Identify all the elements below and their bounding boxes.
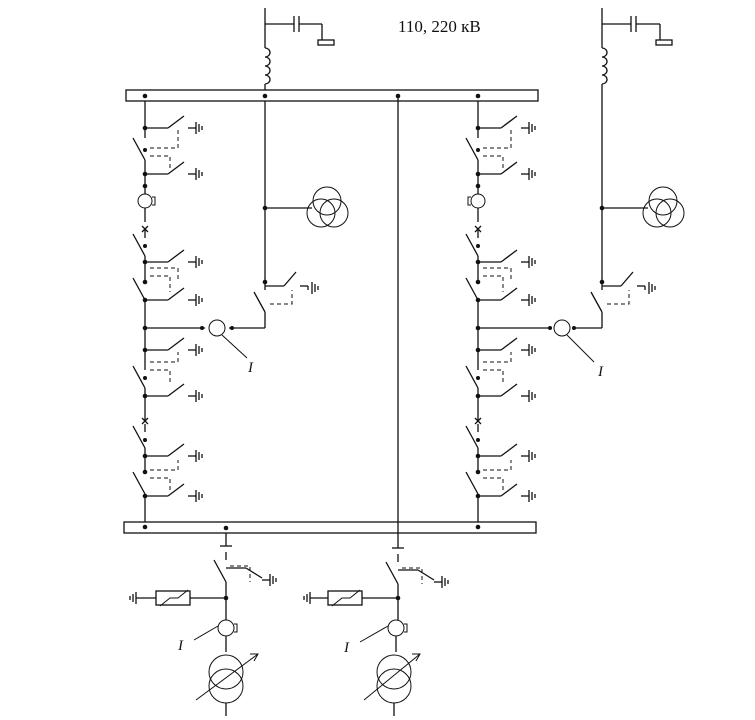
voltage-transformer-left <box>262 186 349 228</box>
breaker-cross-icon <box>141 225 149 233</box>
current-transformer-icon <box>137 193 153 209</box>
current-transformer-icon <box>387 619 405 637</box>
current-transformer-icon <box>208 319 226 337</box>
breaker-cross-icon <box>474 417 482 425</box>
current-transformer-icon <box>470 193 486 209</box>
line-tap-right: I <box>478 319 604 380</box>
lower-busbar <box>123 521 537 534</box>
bus-tie-line <box>395 93 401 548</box>
ct-label: I <box>597 364 604 380</box>
line-disconnector-left <box>253 271 319 328</box>
current-transformer-icon <box>553 319 571 337</box>
line-tap-left: I <box>145 319 265 376</box>
line-trap-coil-icon <box>264 47 271 85</box>
voltage-transformer-right <box>599 186 685 228</box>
bay-left <box>132 93 203 530</box>
upper-busbar <box>125 89 539 102</box>
line-entry-right <box>601 8 673 282</box>
ct-label: I <box>247 360 254 376</box>
current-transformer-icon <box>217 619 235 637</box>
ct-label: I <box>177 638 184 654</box>
line-trap-coil-icon <box>601 47 608 85</box>
bay-right <box>465 93 536 530</box>
breaker-cross-icon <box>141 417 149 425</box>
line-entry-left <box>262 8 335 282</box>
voltage-label: 110, 220 кВ <box>398 17 481 36</box>
transformer-feeder-right: I <box>303 547 449 716</box>
power-transformer-icon <box>208 654 244 690</box>
power-transformer-icon <box>376 654 412 690</box>
ct-label: I <box>343 640 350 656</box>
transformer-feeder-left: I <box>129 525 277 716</box>
breaker-cross-icon <box>474 225 482 233</box>
line-disconnector-right <box>590 271 656 328</box>
